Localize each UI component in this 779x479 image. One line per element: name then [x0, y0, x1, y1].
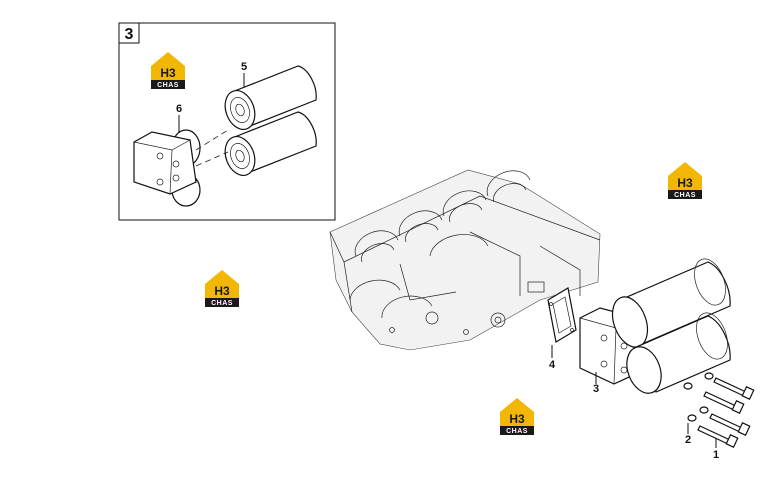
watermark-bottom-text: CHAS — [157, 82, 179, 89]
callout-gasket: 4 — [549, 359, 556, 371]
engine-block — [329, 169, 601, 351]
watermark-logo: H3 CHAS — [500, 398, 534, 435]
callout-filter-head: 3 — [593, 383, 599, 395]
watermark-bottom-text: CHAS — [211, 300, 233, 307]
callout-washer: 2 — [685, 434, 691, 446]
callout-filter: 5 — [241, 61, 247, 73]
detail-number-box — [118, 22, 140, 44]
filter-cartridge-upper — [224, 65, 317, 130]
watermark-top-text: H3 — [677, 176, 693, 190]
watermark-bottom-text: CHAS — [506, 428, 528, 435]
watermark-top-text: H3 — [509, 412, 525, 426]
gasket — [547, 287, 577, 343]
filter-cartridge-right-lower — [626, 312, 731, 394]
watermark-logo: H3 CHAS — [151, 52, 185, 89]
filter-cartridge-right-upper — [611, 258, 731, 348]
assembly-line-upper — [195, 129, 229, 151]
watermark-logo: H3 CHAS — [668, 162, 702, 199]
bolts — [697, 377, 755, 449]
callout-bolt: 1 — [713, 449, 719, 461]
watermark-logo: H3 CHAS — [205, 270, 239, 307]
watermark-top-text: H3 — [160, 66, 176, 80]
filter-housing — [133, 129, 201, 207]
watermark-top-text: H3 — [214, 284, 230, 298]
filter-cartridge-lower — [224, 111, 317, 176]
watermark-bottom-text: CHAS — [674, 192, 696, 199]
detail-inset: 3 H3 CHAS 5 6 — [118, 22, 336, 221]
washers — [683, 372, 714, 422]
detail-number: 3 — [125, 26, 134, 43]
callout-housing: 6 — [176, 103, 182, 115]
assembly-line-lower — [195, 151, 229, 167]
detail-frame — [118, 22, 336, 221]
